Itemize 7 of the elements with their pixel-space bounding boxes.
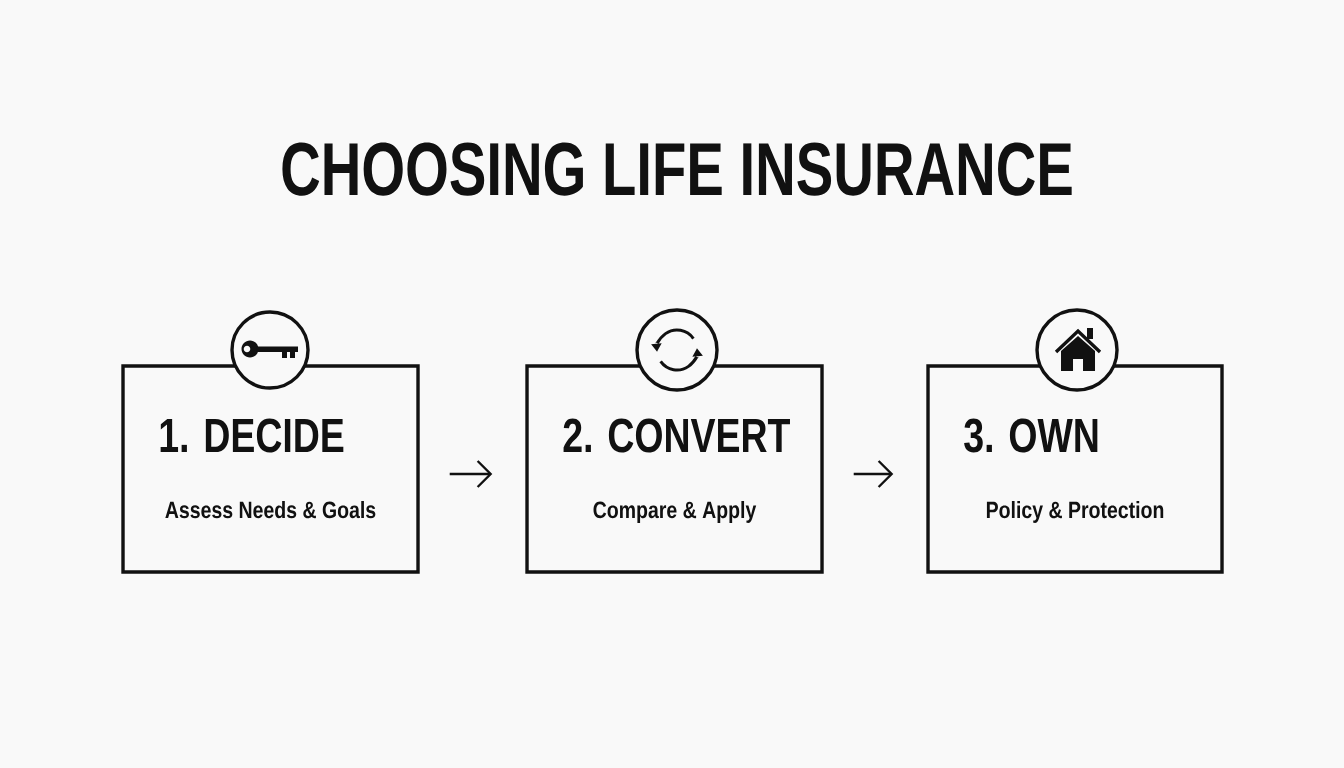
step-title: 3. OWN	[964, 418, 1098, 453]
step-description: Assess Needs & Goals	[165, 501, 376, 519]
title: CHOOSING LIFE INSURANCE	[282, 142, 1072, 196]
step-description: Policy & Protection	[986, 501, 1164, 523]
step-title: 2. CONVERT	[563, 418, 790, 453]
step-description: Compare & Apply	[593, 501, 757, 523]
step-title: 1. DECIDE	[160, 418, 344, 453]
